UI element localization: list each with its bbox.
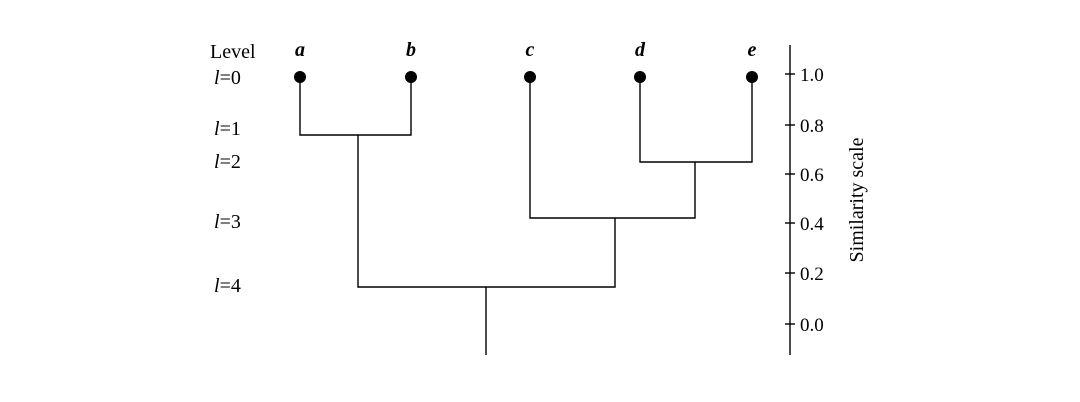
leaf-nodes — [294, 71, 758, 83]
level-labels: l=0 l=1 l=2 l=3 l=4 — [214, 67, 241, 297]
level-label-1: l=1 — [214, 118, 241, 140]
leaf-label-c: c — [526, 39, 535, 61]
level-symbol: l — [214, 118, 220, 140]
branch-de — [639, 77, 753, 163]
tick-label-0-4: 0.4 — [800, 214, 824, 235]
tick-label-0-8: 0.8 — [800, 116, 824, 137]
level-value: =4 — [220, 275, 241, 297]
level-symbol: l — [214, 211, 220, 233]
level-symbol: l — [214, 67, 220, 89]
tick-label-1-0: 1.0 — [800, 65, 824, 86]
leaf-label-a: a — [295, 39, 305, 61]
tick-label-0-2: 0.2 — [800, 264, 824, 285]
branch-ab-cde — [357, 135, 616, 288]
level-symbol: l — [214, 151, 220, 173]
level-label-3: l=3 — [214, 211, 241, 233]
level-label-2: l=2 — [214, 151, 241, 173]
similarity-axis: 1.0 0.8 0.6 0.4 0.2 0.0 Similarity scale — [785, 45, 868, 355]
leaf-label-b: b — [406, 39, 416, 61]
level-value: =1 — [220, 118, 241, 140]
axis-title: Similarity scale — [846, 137, 868, 262]
level-value: =2 — [220, 151, 241, 173]
leaf-label-e: e — [748, 39, 757, 61]
level-label-0: l=0 — [214, 67, 241, 89]
level-value: =0 — [220, 67, 241, 89]
leaf-labels: a b c d e — [295, 39, 757, 61]
level-value: =3 — [220, 211, 241, 233]
branches — [299, 77, 753, 355]
leaf-label-d: d — [635, 39, 646, 61]
level-symbol: l — [214, 275, 220, 297]
level-label-4: l=4 — [214, 275, 241, 297]
level-header: Level — [210, 41, 256, 63]
branch-c-de — [529, 77, 696, 219]
branch-ab — [299, 77, 412, 136]
tick-label-0-6: 0.6 — [800, 165, 824, 186]
tick-label-0-0: 0.0 — [800, 315, 824, 336]
